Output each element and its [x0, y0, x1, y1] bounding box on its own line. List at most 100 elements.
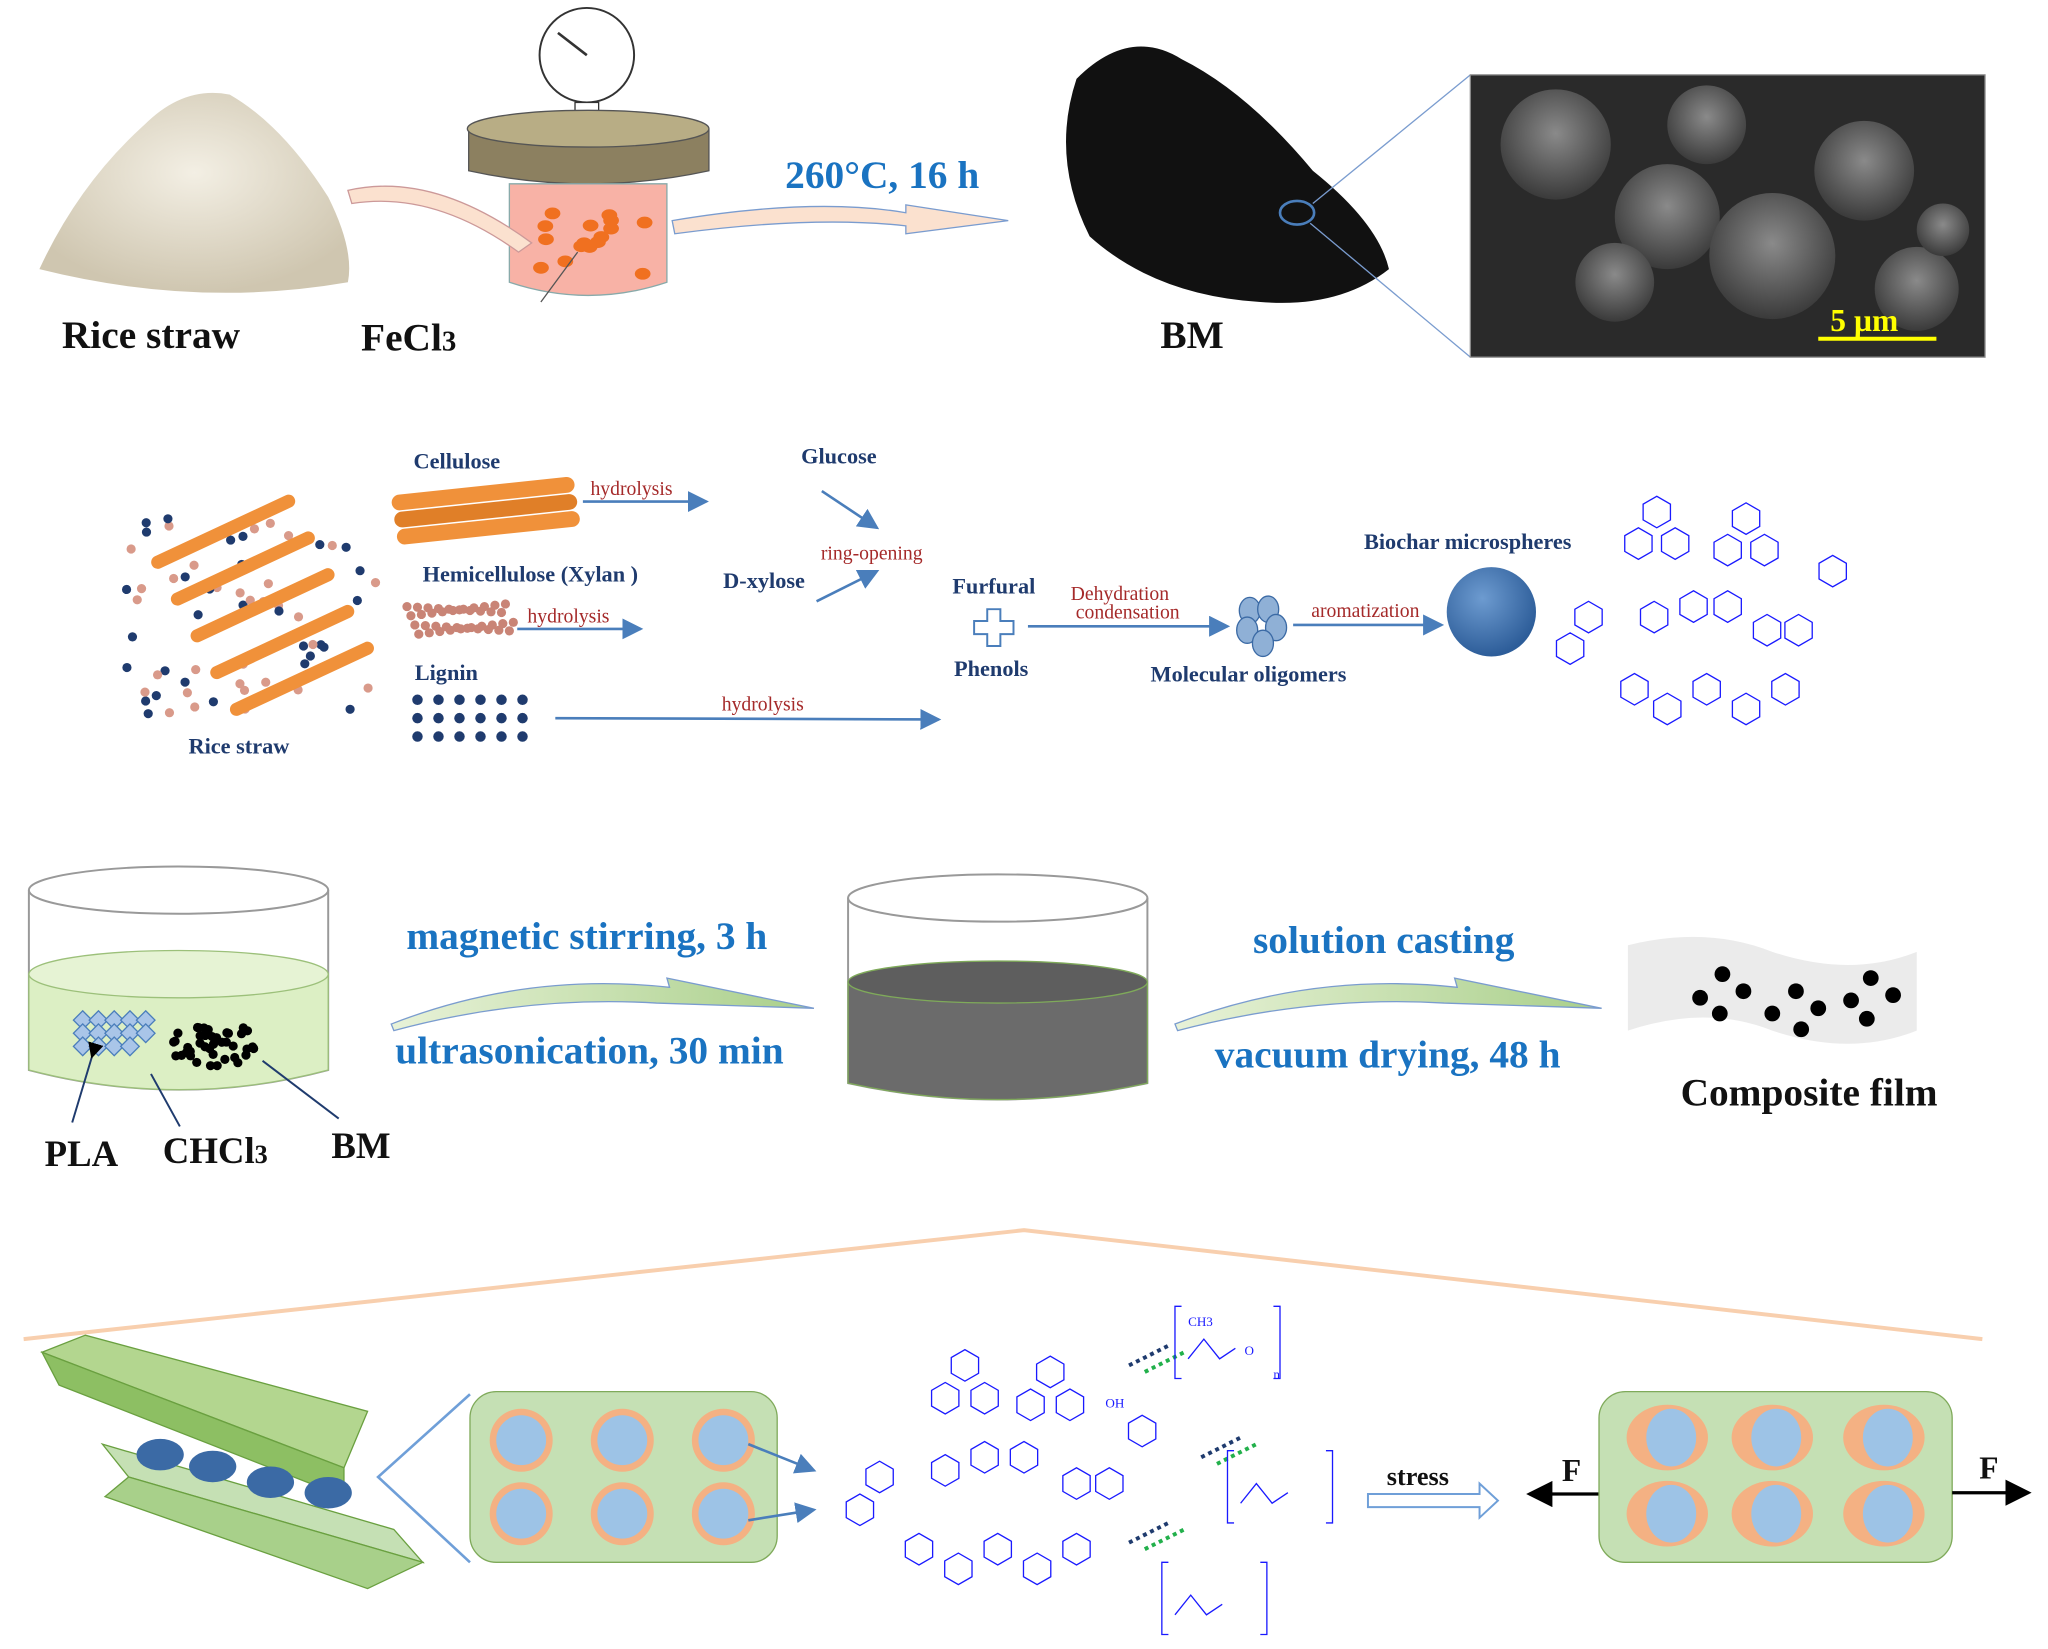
magnify-lines [376, 1393, 471, 1564]
node [143, 709, 153, 719]
node [363, 683, 373, 693]
node [345, 704, 355, 714]
beaker-solution [847, 873, 1149, 1101]
bead [435, 626, 445, 637]
detail-arrow-1 [747, 1442, 817, 1474]
node [208, 697, 219, 707]
stirring-label: magnetic stirring, 3 h [406, 914, 767, 958]
node [140, 687, 150, 697]
bead [456, 624, 466, 634]
node [261, 677, 271, 687]
ring [1022, 1552, 1052, 1586]
ring [1679, 590, 1708, 624]
phenols-label: Phenols [954, 656, 1029, 681]
core [597, 1415, 648, 1466]
bead [479, 601, 490, 612]
flake [104, 1023, 125, 1044]
particle [1711, 1005, 1728, 1022]
particle [1858, 1010, 1875, 1027]
particle [582, 219, 599, 232]
ring [865, 1460, 894, 1494]
flake [119, 1023, 141, 1044]
o-label: O [1245, 1343, 1254, 1358]
stress-label: stress [1387, 1462, 1449, 1491]
ring [1555, 632, 1585, 666]
zoom-line-bottom [1309, 222, 1471, 358]
core [1862, 1408, 1913, 1467]
hemicellulose-label: Hemicellulose (Xylan ) [423, 562, 639, 587]
ring [1127, 1414, 1157, 1448]
bead [416, 609, 427, 620]
d-xylose-label: D-xylose [723, 568, 805, 593]
fiber [229, 641, 374, 716]
dot [199, 1023, 209, 1033]
particle [590, 236, 606, 248]
core [1862, 1484, 1913, 1543]
node [190, 702, 200, 712]
scale-bar-label: 5 µm [1830, 303, 1898, 338]
node [164, 708, 175, 718]
microsphere [1575, 242, 1655, 322]
node [151, 691, 161, 701]
ring [1771, 672, 1800, 706]
force-label-left: F [1562, 1453, 1581, 1488]
heating-arrow [671, 204, 1009, 235]
polymer-bracket [1161, 1561, 1268, 1636]
bead [469, 603, 479, 613]
node [496, 694, 507, 706]
node [122, 662, 132, 673]
node [298, 641, 309, 651]
node [235, 588, 245, 598]
ring [970, 1381, 999, 1415]
particle [537, 220, 554, 233]
flake [135, 1023, 156, 1044]
node [141, 696, 151, 706]
bead [414, 629, 424, 639]
node [293, 612, 304, 622]
lignin-label: Lignin [415, 660, 479, 685]
flake [72, 1036, 93, 1057]
reaction-condition: 260°C, 16 h [785, 153, 979, 197]
fiber [210, 604, 355, 680]
flake [88, 1009, 109, 1031]
particle [603, 222, 619, 235]
ring [904, 1532, 934, 1566]
lignin-network [412, 694, 528, 742]
furfural-label: Furfural [952, 573, 1035, 598]
fiber [170, 531, 315, 606]
particle [1810, 1000, 1827, 1017]
dot [223, 1028, 234, 1038]
node [152, 670, 163, 680]
bead [437, 607, 448, 617]
flake [135, 1009, 156, 1031]
mixing-arrow [390, 977, 815, 1032]
node [315, 539, 325, 550]
dot [169, 1037, 179, 1047]
node [496, 731, 507, 742]
pla-unit [1187, 1338, 1236, 1360]
node [160, 666, 170, 676]
node [517, 712, 528, 724]
node [412, 731, 423, 742]
node [193, 610, 203, 620]
dot [220, 1054, 230, 1064]
glucose-label: Glucose [801, 443, 877, 468]
node [249, 524, 260, 534]
ring [1574, 600, 1603, 634]
matrix-block-before [469, 1390, 778, 1563]
bead [448, 605, 458, 616]
node [433, 694, 444, 706]
dot [211, 1033, 222, 1043]
interface-chemical-structure [845, 1305, 1334, 1636]
bead [406, 611, 416, 621]
flake [119, 1009, 141, 1031]
bead [466, 622, 476, 633]
fecl3-label: FeCl3 [361, 316, 456, 360]
ring [1620, 672, 1649, 706]
biochar-chemical-structure [1555, 495, 1848, 726]
node [475, 694, 486, 706]
condensation-label: condensation [1076, 601, 1180, 623]
core [1646, 1484, 1697, 1543]
microsphere [1614, 164, 1720, 270]
